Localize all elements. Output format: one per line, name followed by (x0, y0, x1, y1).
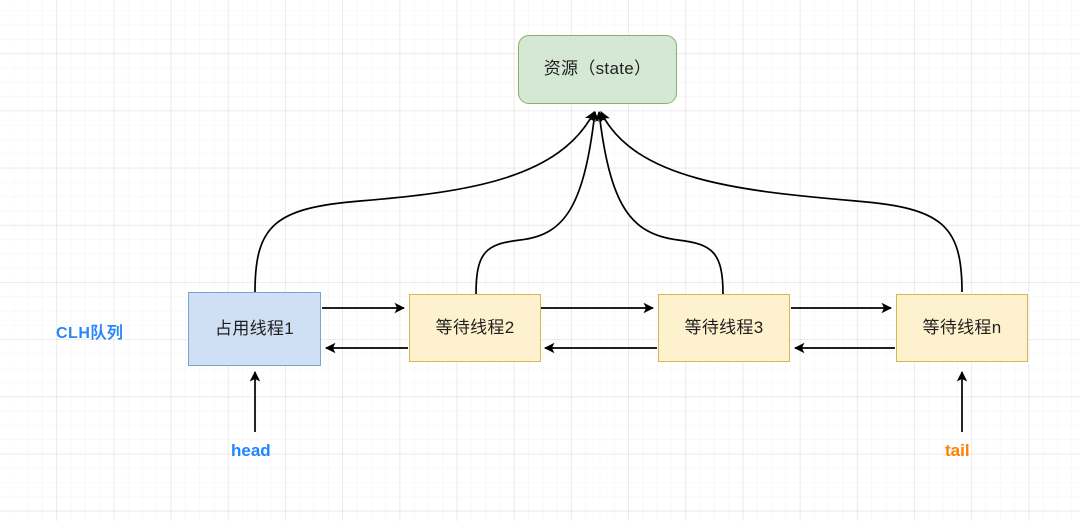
node-owner-thread-1[interactable]: 占用线程1 (188, 292, 321, 366)
edge-owner-to-resource (254, 111, 595, 293)
head-pointer-label: head (231, 441, 271, 460)
edge-wait2-to-resource (475, 110, 600, 295)
clh-queue-label: CLH队列 (56, 325, 124, 342)
edge-wait3-to-resource (594, 110, 724, 295)
tail-pointer-label: tail (945, 441, 970, 460)
node-waiting-thread-3[interactable]: 等待线程3 (658, 294, 790, 362)
node-resource[interactable]: 资源（state） (518, 35, 677, 104)
edge-waitn-to-resource (600, 111, 963, 293)
node-waiting-thread-2[interactable]: 等待线程2 (409, 294, 541, 362)
node-waiting-thread-n[interactable]: 等待线程n (896, 294, 1028, 362)
